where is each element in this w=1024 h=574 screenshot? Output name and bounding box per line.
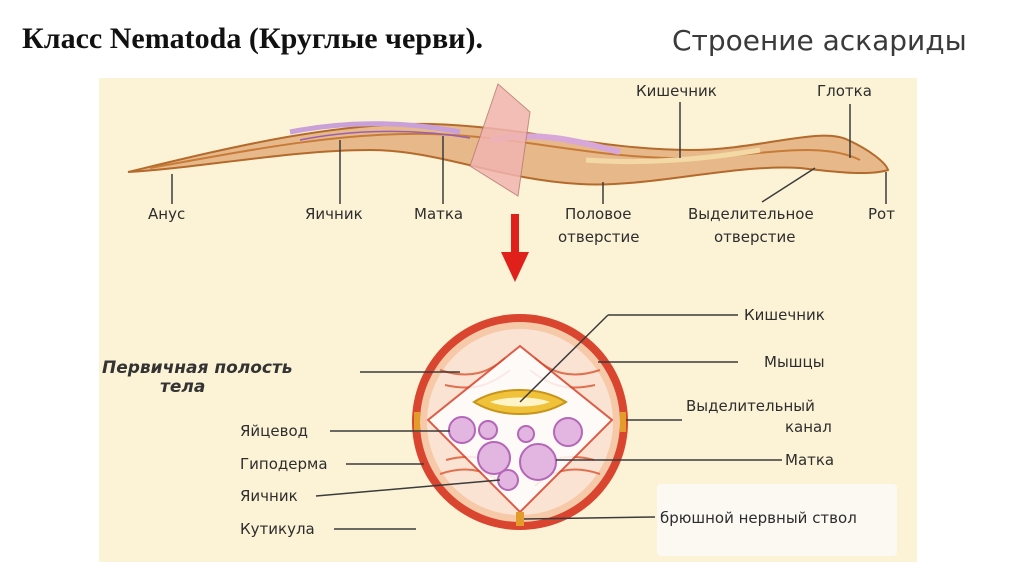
label-body-cavity-line2: тела: [160, 377, 205, 397]
label-excretory-pore-line1: Выделительное: [688, 205, 814, 223]
label-excretory-canal-line1: Выделительный: [686, 397, 815, 415]
label-oviduct: Яйцевод: [240, 422, 308, 440]
label-intestine-top: Кишечник: [636, 82, 717, 100]
label-genital-line1: Половое: [565, 205, 631, 223]
label-hypodermis: Гиподерма: [240, 455, 328, 473]
page-title: Класс Nematoda (Круглые черви).: [22, 22, 483, 55]
label-muscles: Мышцы: [764, 353, 825, 371]
label-anus: Анус: [148, 205, 185, 223]
label-uterus-section: Матка: [785, 451, 834, 469]
label-pharynx: Глотка: [817, 82, 872, 100]
label-genital-line2: отверстие: [558, 228, 639, 246]
label-excretory-canal-line2: канал: [785, 418, 832, 436]
cross-section: [412, 314, 628, 530]
label-uterus-top: Матка: [414, 205, 463, 223]
label-nerve-cord: брюшной нервный ствол: [660, 509, 857, 527]
label-mouth: Рот: [868, 205, 895, 223]
label-inset-background: [657, 484, 897, 556]
label-ovary-top: Яичник: [305, 205, 363, 223]
cut-plane: [469, 83, 531, 197]
label-body-cavity-line1: Первичная полость: [102, 358, 293, 378]
label-intestine-section: Кишечник: [744, 306, 825, 324]
label-cuticle: Кутикула: [240, 520, 315, 538]
down-arrow-icon: [501, 214, 529, 282]
page-subtitle: Строение аскариды: [672, 24, 967, 57]
label-ovary-section: Яичник: [240, 487, 298, 505]
label-excretory-pore-line2: отверстие: [714, 228, 795, 246]
